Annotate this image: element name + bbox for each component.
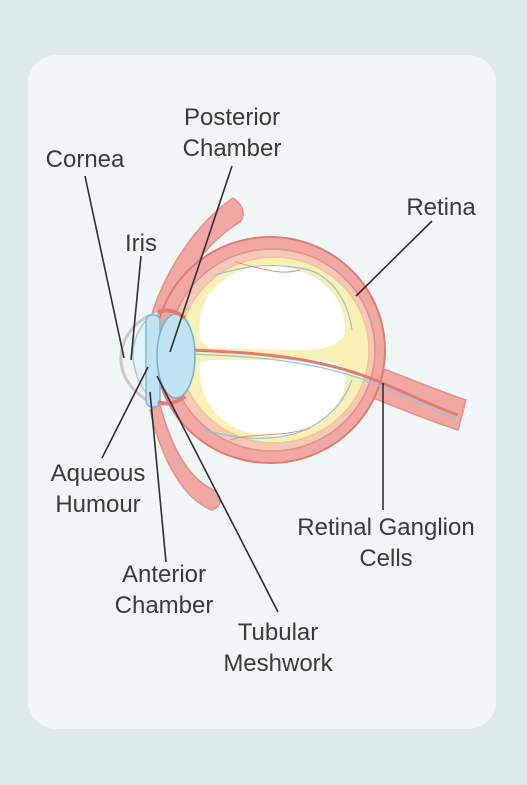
label-tubular-meshwork: Tubular Meshwork xyxy=(223,619,333,677)
blood-vessel xyxy=(204,379,353,439)
leader-aqueous-humour xyxy=(101,366,149,459)
leader-anterior-chamber xyxy=(149,391,167,563)
label-anterior-chamber: Anterior Chamber xyxy=(114,561,214,619)
leader-retina xyxy=(355,220,433,297)
label-posterior-chamber: Posterior Chamber xyxy=(182,104,282,162)
label-cornea: Cornea xyxy=(45,146,125,173)
ciliary-body xyxy=(157,394,187,406)
nerve-fiber xyxy=(184,348,459,417)
leader-lines xyxy=(84,165,433,613)
leader-posterior-chamber xyxy=(169,165,233,353)
leader-tubular-meshwork xyxy=(156,375,279,613)
ciliary-body xyxy=(157,308,187,320)
lower-muscle xyxy=(149,403,221,511)
blood-vessel xyxy=(234,261,301,273)
label-retina: Retina xyxy=(406,194,476,221)
nerve-fiber xyxy=(184,353,459,420)
leader-cornea xyxy=(84,175,125,359)
vitreous-lower xyxy=(199,359,346,437)
label-iris: Iris xyxy=(125,230,157,257)
label-aqueous-humour: Aqueous Humour xyxy=(50,460,146,518)
leader-iris xyxy=(130,255,142,361)
vitreous-upper xyxy=(199,265,345,351)
blood-vessel xyxy=(214,264,353,331)
blood-vessel xyxy=(229,427,311,441)
label-retinal-ganglion-cells: Retinal Ganglion Cells xyxy=(297,514,475,572)
